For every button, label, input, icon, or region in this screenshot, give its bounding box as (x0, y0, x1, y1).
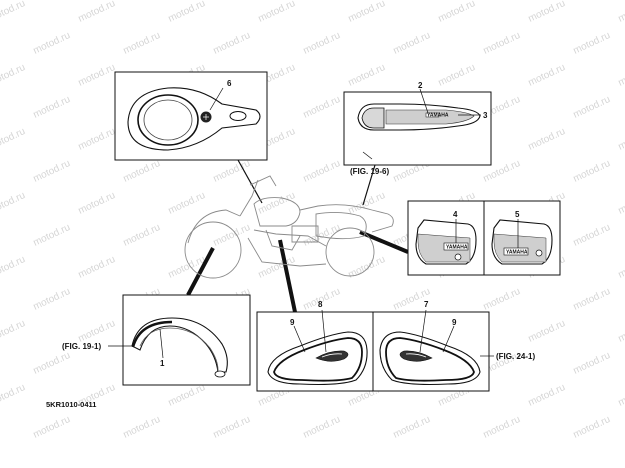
watermark-text: motod.ru (527, 126, 567, 153)
watermark-text: motod.ru (572, 414, 612, 441)
watermark-text: motod.ru (257, 190, 297, 217)
watermark-text: motod.ru (77, 190, 117, 217)
watermark-text: motod.ru (572, 30, 612, 57)
watermark-text: motod.ru (77, 62, 117, 89)
watermark-text: motod.ru (482, 414, 522, 441)
watermark-text: motod.ru (32, 158, 72, 185)
watermark-text: motod.ru (122, 158, 162, 185)
watermark-text: motod.ru (527, 62, 567, 89)
callout-6: 6 (227, 79, 232, 88)
watermark-text: motod.ru (212, 222, 252, 249)
watermark-text: motod.ru (302, 414, 342, 441)
watermark-text: motod.ru (617, 190, 625, 217)
watermark-text: motod.ru (347, 254, 387, 281)
watermark-text: motod.ru (212, 30, 252, 57)
part-code: 5KR1010-0411 (46, 400, 96, 409)
watermark-text: motod.ru (527, 318, 567, 345)
watermark-text: motod.ru (617, 126, 625, 153)
watermark-text: motod.ru (572, 350, 612, 377)
callout-2: 2 (418, 81, 423, 90)
watermark-text: motod.ru (0, 0, 27, 25)
watermark-text: motod.ru (302, 30, 342, 57)
connector-lines (186, 159, 409, 313)
watermark-text: motod.ru (437, 62, 477, 89)
callout-1: 1 (160, 359, 165, 368)
watermark-text: motod.ru (122, 30, 162, 57)
callout-7: 7 (424, 300, 429, 309)
watermark-text: motod.ru (527, 0, 567, 25)
watermark-text: motod.ru (0, 190, 27, 217)
watermark-text: motod.ru (212, 414, 252, 441)
watermark-text: motod.ru (482, 286, 522, 313)
left-cover-brand-text: YAMAHA (446, 245, 468, 251)
callout-4: 4 (453, 210, 458, 219)
watermark-text: motod.ru (0, 318, 27, 345)
watermark-text: motod.ru (572, 222, 612, 249)
watermark-text: motod.ru (32, 286, 72, 313)
watermark-text: motod.ru (32, 94, 72, 121)
watermark-text: motod.ru (77, 254, 117, 281)
watermark-text: motod.ru (77, 318, 117, 345)
callout-8: 8 (318, 300, 323, 309)
watermark-text: motod.ru (257, 254, 297, 281)
watermark-text: motod.ru (572, 94, 612, 121)
watermark-text: motod.ru (527, 382, 567, 409)
watermark-text: motod.ru (617, 254, 625, 281)
watermark-text: motod.ru (32, 414, 72, 441)
watermark-text: motod.ru (77, 0, 117, 25)
box-tank-top-panel: 6 (114, 71, 268, 161)
watermark-text: motod.ru (392, 30, 432, 57)
watermark-text: motod.ru (617, 0, 625, 25)
fig-ref-24-1: (FIG. 24-1) (496, 352, 535, 361)
left-cover-emblem-icon (454, 253, 462, 261)
watermark-text: motod.ru (0, 62, 27, 89)
callout-9-right: 9 (452, 318, 457, 327)
watermark-text: motod.ru (347, 0, 387, 25)
box-tank-side-panels: 8 9 7 9 (FIG. 24-1) (256, 300, 535, 392)
watermark-text: motod.ru (77, 126, 117, 153)
box-side-covers: YAMAHA 4 YAMAHA 5 (407, 200, 561, 276)
watermark-text: motod.ru (0, 254, 27, 281)
callout-9-left: 9 (290, 318, 295, 327)
watermark-text: motod.ru (32, 350, 72, 377)
fig-ref-19-6: (FIG. 19-6) (350, 167, 389, 176)
watermark-text: motod.ru (437, 0, 477, 25)
watermark-text: motod.ru (167, 0, 207, 25)
watermark-text: motod.ru (167, 190, 207, 217)
callout-3: 3 (483, 111, 488, 120)
motorcycle-silhouette (184, 175, 394, 279)
watermark-text: motod.ru (257, 0, 297, 25)
watermark-text: motod.ru (302, 94, 342, 121)
watermark-text: motod.ru (617, 318, 625, 345)
cowl-brand-text: YAMAHA (427, 113, 449, 119)
watermark-text: motod.ru (617, 62, 625, 89)
box-front-fender: 1 (FIG. 19-1) (62, 294, 251, 386)
right-cover-brand-text: YAMAHA (506, 250, 528, 256)
watermark-text: motod.ru (32, 222, 72, 249)
watermark-text: motod.ru (347, 62, 387, 89)
watermark-text: motod.ru (122, 414, 162, 441)
watermark-text: motod.ru (572, 286, 612, 313)
watermark-text: motod.ru (572, 158, 612, 185)
watermark-text: motod.ru (32, 30, 72, 57)
right-cover-emblem-icon (535, 249, 543, 257)
watermark-text: motod.ru (167, 382, 207, 409)
box-seat-cowl: YAMAHA 2 3 (FIG. 19-6) (343, 81, 492, 176)
fig-ref-19-1: (FIG. 19-1) (62, 342, 101, 351)
watermark-text: motod.ru (212, 158, 252, 185)
callout-5: 5 (515, 210, 520, 219)
watermark-text: motod.ru (0, 382, 27, 409)
watermark-text: motod.ru (0, 126, 27, 153)
watermark-text: motod.ru (392, 414, 432, 441)
watermark-text: motod.ru (122, 222, 162, 249)
watermark-text: motod.ru (617, 382, 625, 409)
watermark-text: motod.ru (482, 30, 522, 57)
watermark-text: motod.ru (302, 158, 342, 185)
